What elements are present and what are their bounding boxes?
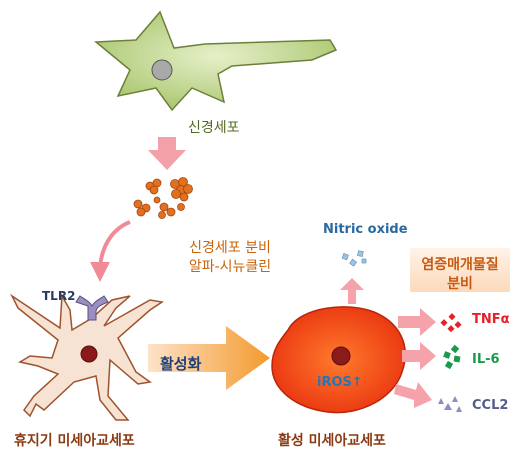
- tlr2-label: TLR2: [42, 289, 76, 303]
- nitric-oxide-label: Nitric oxide: [323, 222, 408, 237]
- arrow-secretion-to-receptor: [90, 220, 131, 282]
- inflammatory-line1: 염증매개물질: [421, 257, 499, 273]
- ros-text: iROS: [317, 375, 352, 390]
- neuron: [94, 10, 338, 112]
- ros-label: iROS↑: [317, 375, 363, 390]
- resting-nucleus: [80, 345, 98, 363]
- tnf-label: TNFα: [472, 312, 510, 327]
- ccl2-molecules: [438, 396, 462, 412]
- arrow-nitric-oxide: [340, 278, 364, 304]
- inflammatory-mediators-label: 염증매개물질 분비: [412, 256, 508, 294]
- arrow-ccl2: [394, 382, 432, 408]
- activation-label: 활성화: [160, 355, 202, 373]
- neuron-nucleus: [151, 59, 173, 81]
- secreted-alpha-synuclein-label: 신경세포 분비 알파-시뉴클린: [170, 239, 290, 277]
- inflammatory-mediators-box: [410, 248, 510, 292]
- arrow-tnf: [398, 308, 436, 336]
- arrow-il6: [402, 342, 436, 370]
- resting-microglia: [10, 293, 164, 421]
- inflammatory-line2: 분비: [447, 276, 473, 292]
- ros-up-arrow: ↑: [351, 375, 363, 390]
- ccl2-label: CCL2: [472, 398, 509, 413]
- activated-nucleus: [331, 346, 351, 366]
- resting-microglia-label: 휴지기 미세아교세포: [14, 433, 135, 449]
- secreted-label-line1: 신경세포 분비: [189, 240, 271, 256]
- activation-arrow: [148, 326, 270, 390]
- alpha-synuclein-aggregates: [133, 177, 193, 219]
- nitric-oxide-molecules: [341, 250, 367, 267]
- activated-microglia-label: 활성 미세아교세포: [278, 433, 386, 449]
- secreted-label-line2: 알파-시뉴클린: [188, 259, 272, 275]
- neuron-label: 신경세포: [188, 120, 240, 136]
- activated-microglia: [271, 306, 406, 414]
- neuron-body: [94, 10, 338, 112]
- tnf-molecules: [440, 313, 462, 333]
- arrow-neuron-to-secretion: [148, 137, 186, 170]
- tlr2-receptor: [75, 295, 109, 321]
- il6-molecules: [443, 344, 461, 370]
- il6-label: IL-6: [472, 352, 500, 367]
